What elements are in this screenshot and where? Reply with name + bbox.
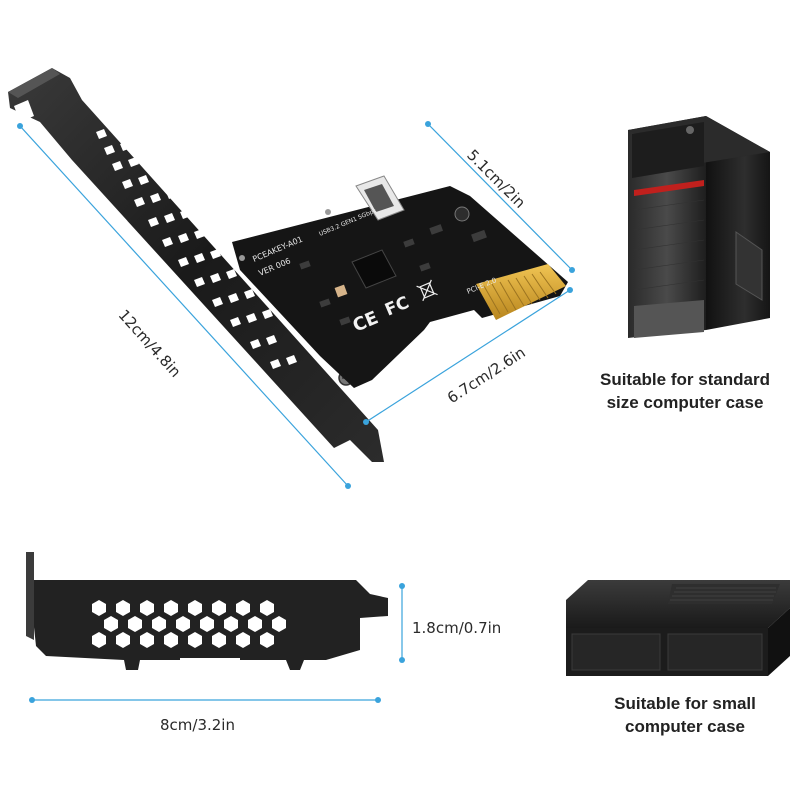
small-caption-line1: Suitable for small bbox=[614, 694, 756, 713]
controller-chip bbox=[351, 249, 397, 289]
standard-caption-line1: Suitable for standard bbox=[599, 370, 771, 389]
lp-bracket-width-label: 8cm/3.2in bbox=[160, 716, 235, 734]
weee-bin-icon bbox=[416, 279, 438, 302]
lp-bracket-vent-holes bbox=[92, 600, 286, 648]
standard-caption-line2: size computer case bbox=[606, 393, 764, 412]
bracket-vent-holes bbox=[96, 125, 297, 369]
tower-case-image bbox=[628, 116, 770, 338]
standard-case-caption: Suitable for standard size computer case bbox=[580, 368, 790, 414]
pcie-card: PCEAKEY-A01 VER 006 USB3.2 GEN1 5Gbps PC… bbox=[232, 175, 568, 388]
case-red-stripe bbox=[634, 180, 704, 196]
small-case-caption: Suitable for small computer case bbox=[580, 692, 790, 738]
low-profile-bracket bbox=[26, 552, 388, 670]
dimension-lines bbox=[17, 121, 575, 703]
gold-fingers bbox=[476, 264, 566, 320]
small-case-image bbox=[566, 580, 790, 676]
lp-bracket-height-label: 1.8cm/0.7in bbox=[412, 619, 502, 637]
full-height-bracket bbox=[8, 68, 384, 462]
small-caption-line2: computer case bbox=[625, 717, 745, 736]
